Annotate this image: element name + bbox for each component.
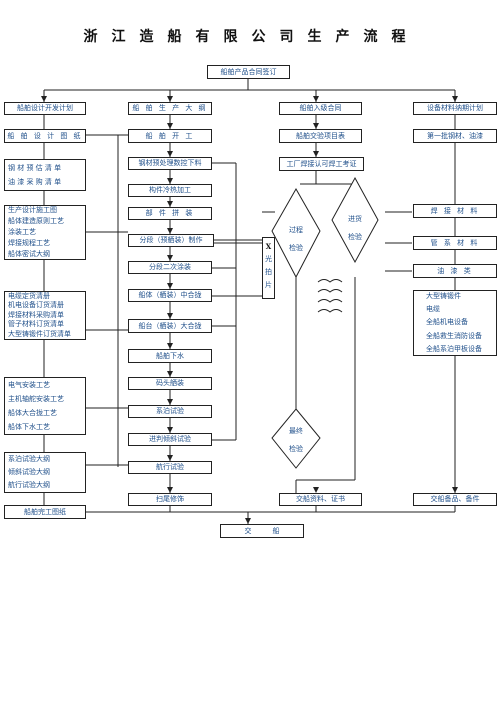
mooring-trial-box: 系泊试验 xyxy=(128,405,212,418)
list-item: 全船机电设备 xyxy=(426,318,468,327)
list-item: 主机轴舵安装工艺 xyxy=(8,395,64,403)
diamond-text: 检验 xyxy=(348,233,362,241)
list-item: 涂装工艺 xyxy=(8,228,36,236)
design-drawings-box: 船 舶 设 计 图 纸 xyxy=(4,129,86,143)
list-item: 大型铸锻件订货清单 xyxy=(8,329,71,338)
component-processing-box: 构件冷热加工 xyxy=(128,184,212,197)
ordering-lists-box: 电缆定货清册 机电设备订货清册 焊接材料采购清单 管子材料订货清单 大型铸锻件订… xyxy=(4,291,86,340)
diamond-text: 检验 xyxy=(289,445,303,453)
ship-delivery-box: 交 船 xyxy=(220,524,304,538)
list-item: 电缆 xyxy=(426,305,440,314)
trial-outlines-box: 系泊试验大纲 倾斜试验大纲 航行试验大纲 xyxy=(4,452,86,493)
list-item: 焊接规程工艺 xyxy=(8,239,50,247)
xray-char: 拍 xyxy=(265,268,272,276)
list-item: 全船救生消防设备 xyxy=(426,331,482,340)
completion-drawings-box: 船舶完工图纸 xyxy=(4,505,86,519)
inclining-test-box: 进判倾斜试验 xyxy=(128,433,212,446)
steel-paint-list-box: 钢 材 预 估 清 单 油 漆 采 购 清 单 xyxy=(4,159,86,191)
production-design-box: 生产设计施工图 船体建造原则工艺 涂装工艺 焊接规程工艺 船体密试大纲 xyxy=(4,205,86,260)
quay-outfitting-box: 码头舾装 xyxy=(128,377,212,390)
xray-char: 光 xyxy=(265,255,272,263)
list-item: 大型铸锻件 xyxy=(426,291,461,300)
list-item: 管子材料订货清单 xyxy=(8,320,64,329)
welding-material-box: 焊 接 材 料 xyxy=(413,204,497,218)
list-item: 船体下水工艺 xyxy=(8,423,50,431)
paint-box: 油 漆 类 xyxy=(413,264,497,278)
block-secondary-coating-box: 分段二次涂装 xyxy=(128,261,212,274)
launching-box: 船舶下水 xyxy=(128,349,212,363)
part-assembly-box: 部 件 拼 装 xyxy=(128,207,212,220)
piping-material-box: 管 系 材 料 xyxy=(413,236,497,250)
spare-parts-box: 交船备品、备件 xyxy=(413,493,497,506)
list-item: 全船系泊甲板设备 xyxy=(426,344,482,353)
list-item: 生产设计施工图 xyxy=(8,206,57,214)
list-item: 航行试验大纲 xyxy=(8,481,50,489)
diamond-text: 检验 xyxy=(289,244,303,252)
xray-box: X 光 拍 片 xyxy=(262,237,275,299)
diamond-text: 过程 xyxy=(289,226,303,234)
final-inspection-label: 最终 检验 xyxy=(276,422,316,458)
first-steel-paint-box: 第一批钢材、油漆 xyxy=(413,129,497,143)
class-contract-box: 船舶入级合同 xyxy=(279,102,362,115)
list-item: 倾斜试验大纲 xyxy=(8,468,50,476)
production-outline-box: 船 舶 生 产 大 纲 xyxy=(128,102,212,115)
list-item: 焊接材料采购清单 xyxy=(8,310,64,319)
steel-pretreatment-box: 钢材预处理数控下料 xyxy=(128,157,212,170)
delivery-items-box: 船舶交验项目表 xyxy=(279,129,362,143)
finishing-box: 扫尾修饰 xyxy=(128,493,212,506)
diamond-text: 最终 xyxy=(289,427,303,435)
ship-start-box: 船 舶 开 工 xyxy=(128,129,212,143)
contract-signing-box: 船舶产品合同签订 xyxy=(207,65,290,79)
incoming-inspection-label: 进货 检验 xyxy=(335,210,375,246)
block-fabrication-box: 分段（预舾装）制作 xyxy=(128,234,214,247)
list-item: 船体建造原则工艺 xyxy=(8,217,64,225)
diamond-text: 进货 xyxy=(348,215,362,223)
list-item: 船体密试大纲 xyxy=(8,250,50,258)
xray-char: 片 xyxy=(265,281,272,289)
page-title: 浙江造船有限公司生产流程 xyxy=(83,29,420,45)
hull-mid-closure-box: 船体（舾装）中合拢 xyxy=(128,289,212,302)
process-inspection-label: 过程 检验 xyxy=(276,221,316,257)
welder-certification-box: 工厂焊接认可焊工考证 xyxy=(279,157,364,171)
xray-char: X xyxy=(265,242,272,251)
list-item: 机电设备订货清册 xyxy=(8,301,64,310)
list-item: 系泊试验大纲 xyxy=(8,455,50,463)
berth-final-closure-box: 船台（舾装）大合拢 xyxy=(128,319,212,333)
sea-trial-box: 航行试验 xyxy=(128,461,212,474)
installation-process-box: 电气安装工艺 主机轴舵安装工艺 船体大合拢工艺 船体下水工艺 xyxy=(4,377,86,435)
list-item: 钢 材 预 估 清 单 xyxy=(8,164,62,172)
equipment-list-box: 大型铸锻件 电缆 全船机电设备 全船救生消防设备 全船系泊甲板设备 xyxy=(413,290,497,356)
material-schedule-box: 设备材料纳期计划 xyxy=(413,102,497,115)
design-plan-box: 船舶设计开发计划 xyxy=(4,102,86,115)
list-item: 电缆定货清册 xyxy=(8,291,50,300)
list-item: 电气安装工艺 xyxy=(8,381,50,389)
delivery-documents-box: 交船资料、证书 xyxy=(279,493,362,506)
list-item: 船体大合拢工艺 xyxy=(8,409,57,417)
list-item: 油 漆 采 购 清 单 xyxy=(8,178,62,186)
